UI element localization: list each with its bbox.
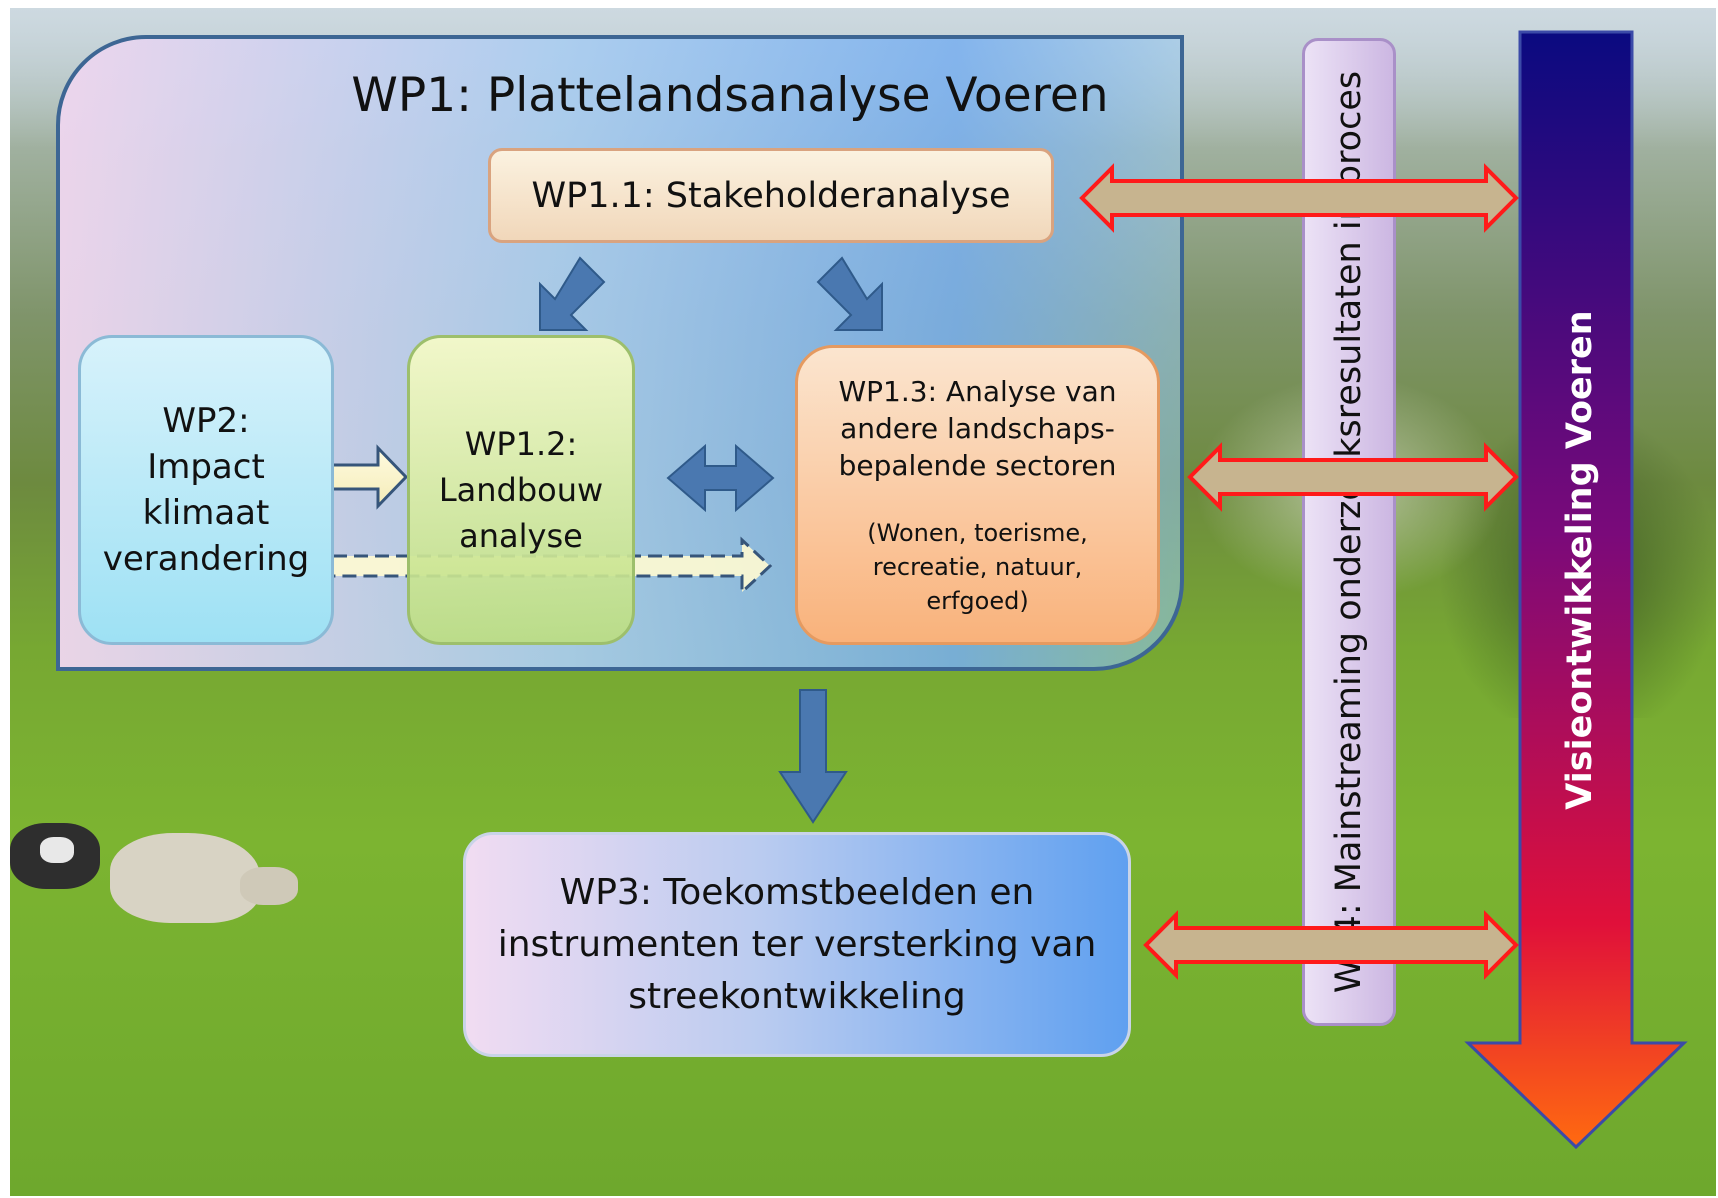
wp1-3-line: bepalende sectoren: [838, 448, 1117, 482]
cow-dark: [10, 823, 100, 889]
wp1-1-box: WP1.1: Stakeholderanalyse: [488, 148, 1054, 243]
wp1-2-line: WP1.2:: [464, 425, 578, 463]
wp1-3-sub-line: recreatie, natuur,: [872, 552, 1083, 581]
wp1-3-sub-line: erfgoed): [926, 586, 1029, 615]
arrow-down-right-icon: [816, 256, 883, 331]
wp3-box: WP3: Toekomstbeelden en instrumenten ter…: [463, 832, 1131, 1057]
wp1-title: WP1: Plattelandsanalyse Voeren: [351, 68, 1109, 123]
wp3-line: instrumenten ter versterking van: [497, 923, 1097, 965]
double-arrow-icon: [666, 443, 775, 513]
double-arrow-wp13-icon: [1187, 442, 1519, 512]
wp1-3-box: WP1.3: Analyse van andere landschaps- be…: [795, 345, 1160, 645]
wp2-line: WP2:: [162, 401, 250, 441]
wp1-1-label: WP1.1: Stakeholderanalyse: [531, 175, 1011, 216]
arrow-down-left-icon: [539, 256, 606, 331]
wp1-3-sub-line: (Wonen, toerisme,: [867, 518, 1088, 547]
visie-label: Visieontwikkeling Voeren: [1560, 310, 1600, 810]
wp1-2-box: WP1.2: Landbouw analyse: [407, 335, 635, 645]
wp2-line: Impact: [147, 447, 265, 487]
wp1-3-line: andere landschaps-: [840, 411, 1115, 445]
visie-arrow: [1464, 30, 1688, 1150]
wp1-3-line: WP1.3: Analyse van: [838, 374, 1117, 408]
double-arrow-wp3-icon: [1143, 910, 1519, 980]
cow-light: [110, 833, 298, 923]
wp2-line: verandering: [102, 539, 310, 579]
wp1-3-sub: (Wonen, toerisme, recreatie, natuur, erf…: [867, 516, 1088, 618]
wp2-line: klimaat: [142, 493, 270, 533]
wp1-2-line: analyse: [459, 517, 583, 555]
double-arrow-wp11-icon: [1079, 163, 1519, 233]
wp1-2-line: Landbouw: [438, 471, 604, 509]
wp2-box: WP2: Impact klimaat verandering: [78, 335, 334, 645]
wp3-line: streekontwikkeling: [628, 975, 966, 1017]
wp3-line: WP3: Toekomstbeelden en: [559, 871, 1035, 913]
arrow-down-icon: [778, 689, 848, 824]
